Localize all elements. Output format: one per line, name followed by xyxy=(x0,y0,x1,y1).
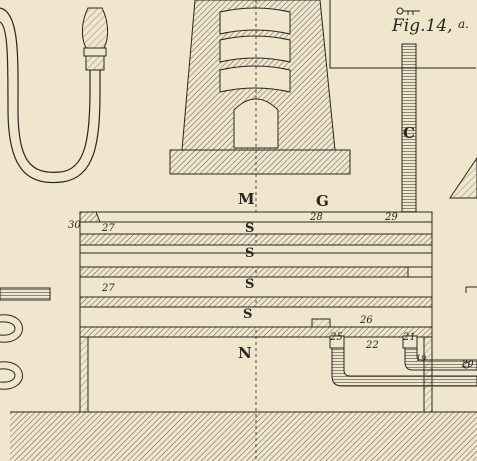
hose-nozzle xyxy=(81,7,109,71)
label-M: M xyxy=(238,190,255,208)
label-S-1: S xyxy=(245,221,255,236)
coiled-hose xyxy=(0,7,101,184)
label-30: 30 xyxy=(68,220,81,231)
label-28: 28 xyxy=(310,212,323,223)
label-19: 19 xyxy=(416,354,427,363)
frame-box xyxy=(329,0,476,69)
label-27-mid: 27 xyxy=(102,283,115,294)
label-G: G xyxy=(316,192,329,210)
figure-sub: a. xyxy=(457,17,469,31)
label-N: N xyxy=(238,344,252,362)
label-20: 20 xyxy=(462,360,474,370)
label-S-4: S xyxy=(243,307,253,322)
label-29: 29 xyxy=(385,212,398,223)
label-S-3: S xyxy=(245,277,255,292)
label-C: C xyxy=(403,124,415,142)
label-21: 21 xyxy=(403,332,416,343)
label-S-2: S xyxy=(245,246,255,261)
floor-ground xyxy=(10,411,477,461)
outlet-pipes xyxy=(329,335,477,387)
figure-number: Fig.14, xyxy=(392,16,453,36)
label-22: 22 xyxy=(366,340,379,351)
left-coils xyxy=(0,287,51,390)
figure-label: Fig.14, a. xyxy=(392,18,469,35)
label-25: 25 xyxy=(330,332,343,343)
label-26: 26 xyxy=(360,315,373,326)
boiler-stack xyxy=(79,211,433,413)
furnace xyxy=(169,0,351,175)
key-icon xyxy=(396,7,420,15)
label-27-top: 27 xyxy=(102,223,115,234)
right-bracket xyxy=(449,157,477,293)
